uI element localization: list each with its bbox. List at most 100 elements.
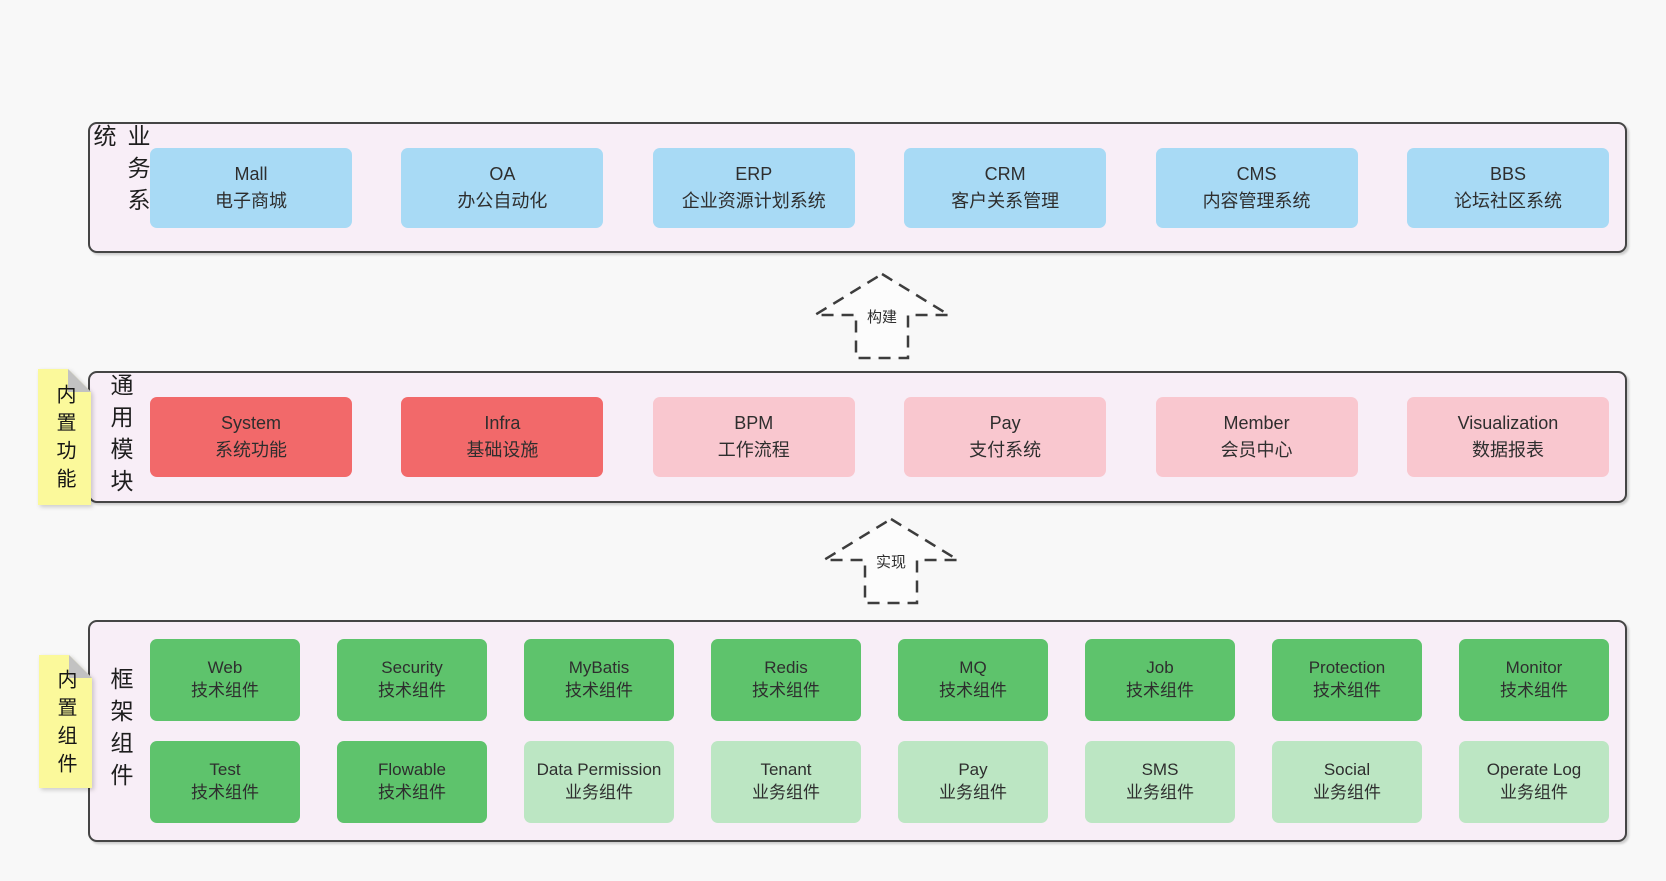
box-sms: SMS 业务组件 bbox=[1085, 741, 1235, 823]
box-data-permission: Data Permission 业务组件 bbox=[524, 741, 674, 823]
box-subtitle: 电子商城 bbox=[215, 190, 287, 211]
box-title: Pay bbox=[958, 760, 988, 780]
box-redis: Redis 技术组件 bbox=[711, 639, 861, 721]
build-arrow-label: 构建 bbox=[864, 305, 900, 328]
box-subtitle: 技术组件 bbox=[191, 681, 259, 700]
box-subtitle: 企业资源计划系统 bbox=[681, 190, 826, 211]
box-subtitle: 技术组件 bbox=[378, 783, 446, 802]
box-subtitle: 业务组件 bbox=[1500, 783, 1568, 802]
band-business-systems: 业务系统 Mall 电子商城 OA 办公自动化 ERP 企业资源计划系统 CRM 客户关系管理… bbox=[88, 122, 1627, 253]
implement-arrow: 实现 bbox=[819, 517, 963, 605]
box-subtitle: 基础设施 bbox=[466, 440, 539, 460]
box-subtitle: 会员中心 bbox=[1220, 440, 1293, 460]
box-subtitle: 办公自动化 bbox=[457, 190, 548, 211]
box-subtitle: 内容管理系统 bbox=[1202, 190, 1311, 211]
box-bpm: BPM 工作流程 bbox=[652, 397, 855, 477]
box-title: Visualization bbox=[1457, 413, 1559, 433]
sticky-note-builtin-components: 内置组件 bbox=[39, 655, 92, 788]
box-title: Test bbox=[209, 760, 241, 780]
box-subtitle: 客户关系管理 bbox=[951, 190, 1060, 211]
box-title: BPM bbox=[734, 413, 774, 433]
sticky-note-builtin-features: 内置功能 bbox=[38, 369, 91, 505]
box-oa: OA 办公自动化 bbox=[401, 147, 604, 228]
sticky-label: 内置功能 bbox=[53, 384, 75, 496]
box-bbs: BBS 论坛社区系统 bbox=[1406, 147, 1609, 228]
box-subtitle: 技术组件 bbox=[1500, 681, 1568, 700]
box-member: Member 会员中心 bbox=[1155, 397, 1358, 477]
box-subtitle: 业务组件 bbox=[752, 783, 820, 802]
box-title: MyBatis bbox=[568, 658, 630, 678]
box-subtitle: 业务组件 bbox=[1313, 783, 1381, 802]
box-subtitle: 技术组件 bbox=[939, 681, 1007, 700]
build-arrow: 构建 bbox=[810, 272, 954, 360]
box-erp: ERP 企业资源计划系统 bbox=[652, 147, 855, 228]
business-systems-boxes: Mall 电子商城 OA 办公自动化 ERP 企业资源计划系统 CRM 客户关系管理 CMS 内容… bbox=[146, 124, 1625, 251]
box-cms: CMS 内容管理系统 bbox=[1155, 147, 1358, 228]
box-title: Social bbox=[1323, 760, 1371, 780]
box-title: System bbox=[220, 413, 281, 433]
box-title: ERP bbox=[735, 163, 773, 184]
box-subtitle: 技术组件 bbox=[1126, 681, 1194, 700]
box-title: Web bbox=[207, 658, 243, 678]
box-crm: CRM 客户关系管理 bbox=[904, 147, 1107, 228]
box-mall: Mall 电子商城 bbox=[150, 147, 352, 228]
box-operate-log: Operate Log 业务组件 bbox=[1459, 741, 1609, 823]
common-modules-boxes: System 系统功能 Infra 基础设施 BPM 工作流程 Pay 支付系统 Member 会… bbox=[146, 373, 1625, 501]
box-test: Test 技术组件 bbox=[150, 741, 300, 823]
box-job: Job 技术组件 bbox=[1085, 639, 1235, 721]
box-title: Monitor bbox=[1505, 658, 1563, 678]
box-monitor: Monitor 技术组件 bbox=[1459, 639, 1609, 721]
box-social: Social 业务组件 bbox=[1272, 741, 1422, 823]
box-title: Protection bbox=[1308, 658, 1386, 678]
box-title: Operate Log bbox=[1486, 760, 1582, 780]
box-infra: Infra 基础设施 bbox=[401, 397, 604, 477]
box-tenant: Tenant 业务组件 bbox=[711, 741, 861, 823]
box-subtitle: 技术组件 bbox=[565, 681, 633, 700]
box-title: Security bbox=[381, 658, 443, 678]
box-title: Redis bbox=[764, 658, 808, 678]
band-label-business-systems: 业务系统 bbox=[90, 124, 150, 220]
box-title: OA bbox=[489, 163, 516, 184]
box-title: SMS bbox=[1141, 760, 1179, 780]
box-title: CMS bbox=[1236, 163, 1277, 184]
implement-arrow-label: 实现 bbox=[873, 550, 909, 573]
box-title: Tenant bbox=[760, 760, 812, 780]
box-flowable: Flowable 技术组件 bbox=[337, 741, 487, 823]
box-title: Data Permission bbox=[536, 760, 662, 780]
box-title: Infra bbox=[484, 413, 521, 433]
box-title: Flowable bbox=[377, 760, 447, 780]
box-subtitle: 论坛社区系统 bbox=[1453, 190, 1562, 211]
box-title: Member bbox=[1223, 413, 1290, 433]
box-subtitle: 业务组件 bbox=[1126, 783, 1194, 802]
box-subtitle: 系统功能 bbox=[215, 440, 287, 460]
box-subtitle: 工作流程 bbox=[717, 440, 790, 460]
box-title: CRM bbox=[984, 163, 1026, 184]
box-subtitle: 技术组件 bbox=[752, 681, 820, 700]
box-pay: Pay 业务组件 bbox=[898, 741, 1048, 823]
box-subtitle: 支付系统 bbox=[969, 440, 1042, 460]
band-label-common-modules: 通用模块 bbox=[107, 373, 133, 501]
box-subtitle: 技术组件 bbox=[191, 783, 259, 802]
band-label-framework-components: 框架组件 bbox=[107, 667, 133, 795]
box-title: Mall bbox=[234, 163, 268, 184]
band-common-modules: 通用模块 System 系统功能 Infra 基础设施 BPM 工作流程 Pay 支付系统 Me… bbox=[88, 371, 1627, 503]
box-subtitle: 业务组件 bbox=[565, 783, 633, 802]
box-subtitle: 业务组件 bbox=[939, 783, 1007, 802]
box-title: Job bbox=[1146, 658, 1174, 678]
box-system: System 系统功能 bbox=[150, 397, 352, 477]
box-mybatis: MyBatis 技术组件 bbox=[524, 639, 674, 721]
box-title: Pay bbox=[989, 413, 1021, 433]
box-protection: Protection 技术组件 bbox=[1272, 639, 1422, 721]
box-title: MQ bbox=[959, 658, 987, 678]
box-title: BBS bbox=[1489, 163, 1526, 184]
box-subtitle: 技术组件 bbox=[1313, 681, 1381, 700]
box-web: Web 技术组件 bbox=[150, 639, 300, 721]
box-pay: Pay 支付系统 bbox=[904, 397, 1107, 477]
